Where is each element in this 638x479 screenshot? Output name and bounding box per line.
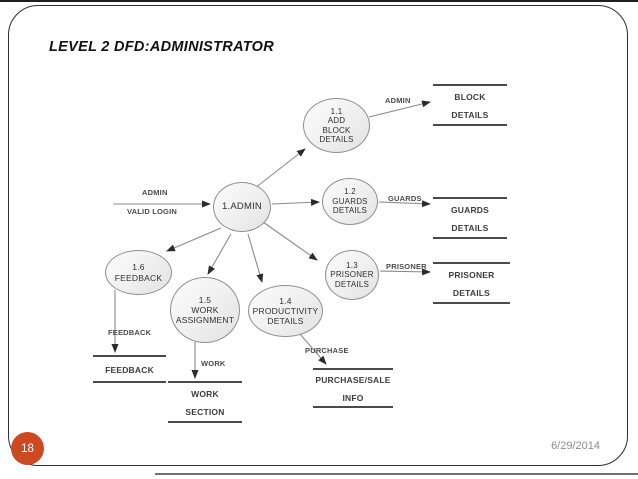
datastore-block-details: BLOCK DETAILS [433,84,507,126]
process-label: 1.4 PRODUCTIVITY DETAILS [252,295,319,326]
flow-label-valid-login: VALID LOGIN [127,207,177,216]
process-label: 1.3 PRISONER DETAILS [330,260,374,289]
process-label: 1.ADMIN [222,201,262,213]
datastore-feedback: FEEDBACK [93,355,166,383]
process-label: 1.2 GUARDS DETAILS [332,187,368,216]
datastore-work-section: WORK SECTION [168,381,242,423]
flow-label-guards: GUARDS [388,194,422,203]
datastore-label: GUARDS DETAILS [450,205,490,233]
process-1-4-productivity-details: 1.4 PRODUCTIVITY DETAILS [248,285,323,337]
process-1-3-prisoner-details: 1.3 PRISONER DETAILS [325,250,379,300]
flow-label-prisoner: PRISONER [386,262,427,271]
flow-label-work: WORK [201,359,226,368]
datastore-label: WORK SECTION [185,389,225,417]
bottom-edge-line [155,473,638,475]
flow-label-admin-to-block: ADMIN [385,96,411,105]
datastore-guards-details: GUARDS DETAILS [433,197,507,239]
slide-date: 6/29/2014 [551,440,600,452]
flow-label-admin-in: ADMIN [142,188,168,197]
process-1-5-work-assignment: 1.5 WORK ASSIGNMENT [170,277,240,343]
flow-label-feedback: FEEDBACK [108,328,152,337]
datastore-purchase-sale-info: PURCHASE/SALE INFO [313,368,393,408]
process-1-2-guards-details: 1.2 GUARDS DETAILS [322,178,378,225]
page-number: 18 [21,442,34,455]
slide-frame [8,5,628,466]
slide-title: LEVEL 2 DFD:ADMINISTRATOR [49,39,275,55]
page-number-badge: 18 [11,432,44,465]
process-1-admin: 1.ADMIN [213,182,271,232]
datastore-label: PRISONER DETAILS [448,270,495,298]
process-1-1-add-block-details: 1.1 ADD BLOCK DETAILS [303,98,370,153]
datastore-label: BLOCK DETAILS [451,92,489,120]
process-1-6-feedback: 1.6 FEEDBACK [105,250,172,295]
process-label: 1.5 WORK ASSIGNMENT [175,294,235,325]
datastore-label: FEEDBACK [105,365,154,375]
process-label: 1.6 FEEDBACK [114,262,163,283]
flow-label-purchase: PURCHASE [305,346,349,355]
top-edge-line [0,0,638,2]
process-label: 1.1 ADD BLOCK DETAILS [319,106,354,144]
datastore-prisoner-details: PRISONER DETAILS [433,262,510,304]
datastore-label: PURCHASE/SALE INFO [315,375,391,403]
